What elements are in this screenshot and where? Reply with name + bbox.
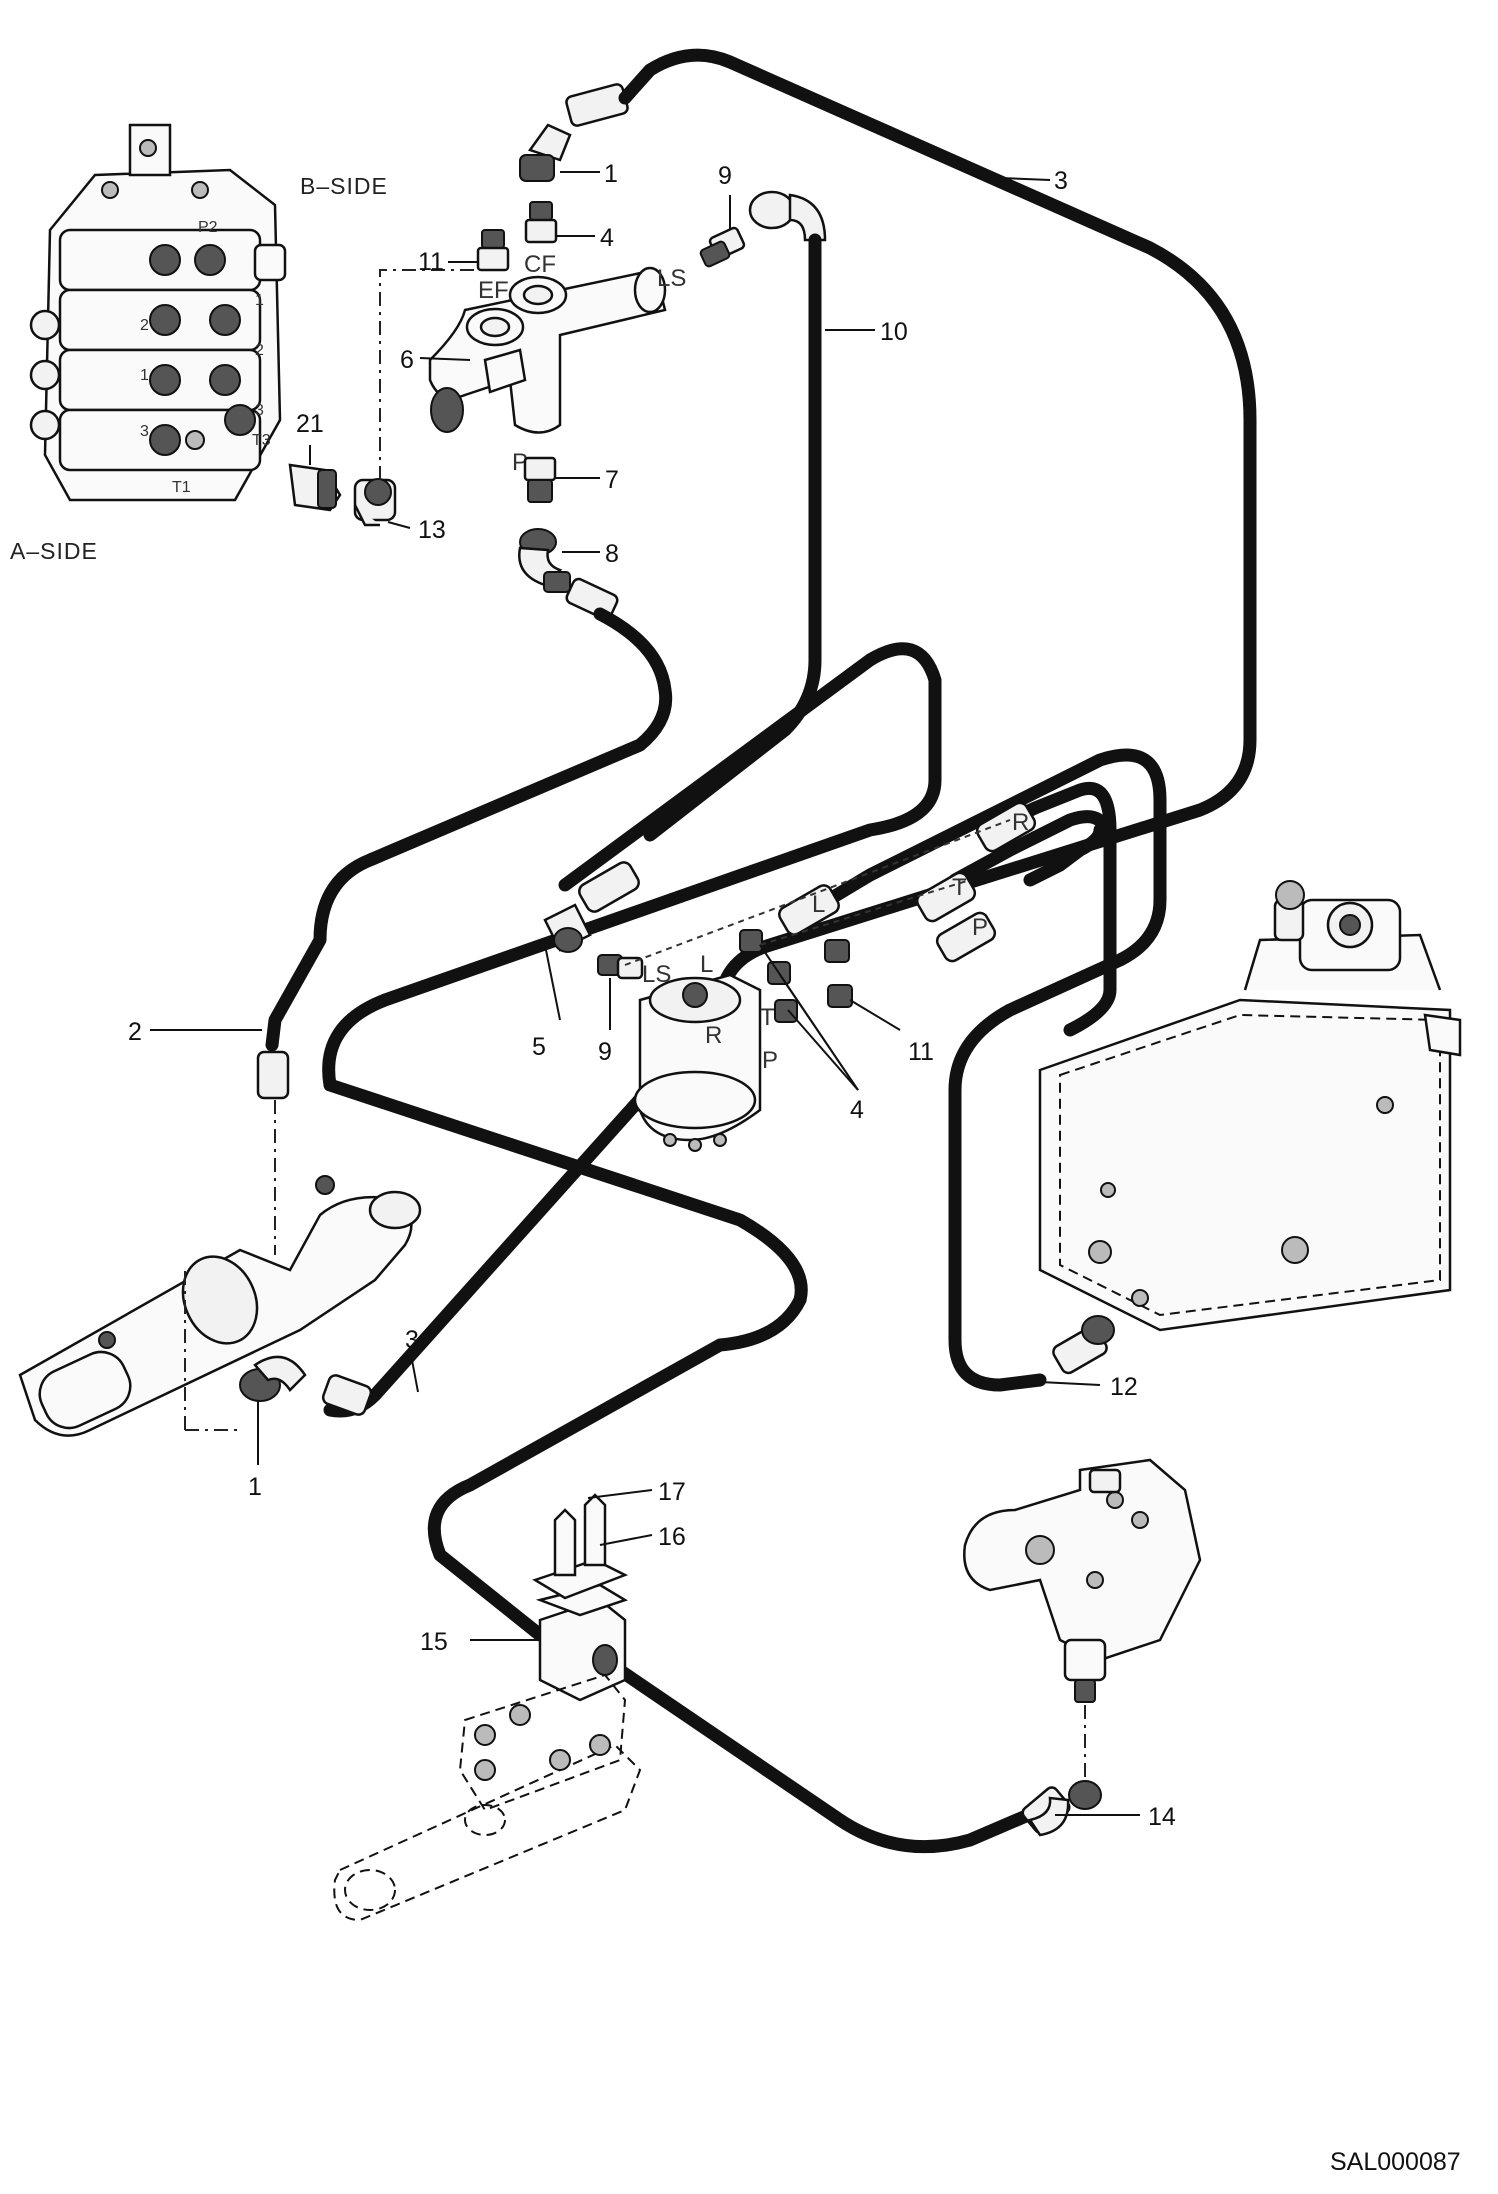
fitting-13	[353, 478, 397, 527]
callout-16: 16	[658, 1523, 686, 1551]
fitting-1-lower	[239, 1355, 307, 1402]
unit-port-r: R	[705, 1022, 722, 1049]
b-side-label: B–SIDE	[300, 173, 388, 199]
fitting-9-top	[699, 226, 746, 268]
valve-number: 2	[255, 342, 264, 359]
hose-10	[643, 233, 822, 842]
fitting-5	[543, 903, 592, 953]
callout-1: 1	[604, 160, 618, 188]
callout-8: 8	[605, 540, 619, 568]
valve-number: 2	[140, 317, 149, 334]
callout-1-lower: 1	[248, 1473, 262, 1501]
valve-number: 1	[140, 367, 149, 384]
hose-loop	[322, 642, 942, 1642]
callout-3: 3	[1054, 167, 1068, 195]
unit-port-ls: LS	[642, 961, 671, 988]
callout-9: 9	[718, 162, 732, 190]
fitting-14	[1027, 1780, 1102, 1837]
port-label-t3: T3	[252, 432, 271, 449]
hose-label-l: L	[812, 891, 825, 918]
unit-port-l: L	[700, 951, 713, 978]
port-label-cf: CF	[524, 251, 556, 278]
callout-5: 5	[532, 1033, 546, 1061]
callout-6: 6	[400, 346, 414, 374]
valve-number: 1	[255, 292, 264, 309]
control-valve-block: P2 1 2 3 1 2 3 T3 T1	[29, 123, 287, 502]
fitting-11-lower	[824, 939, 853, 1008]
callout-11: 11	[418, 248, 444, 276]
fitting-12	[1081, 1315, 1115, 1345]
callout-12: 12	[1110, 1373, 1138, 1401]
port-label-ls: LS	[657, 265, 686, 292]
unit-port-t: T	[760, 1004, 775, 1031]
steering-unit	[633, 973, 762, 1152]
hose-l	[813, 748, 1167, 1392]
hose-2	[265, 607, 673, 1052]
hose-label-r: R	[1012, 809, 1029, 836]
valve-number: 3	[140, 423, 149, 440]
port-label-p2: P2	[198, 219, 218, 236]
callout-4: 4	[600, 224, 614, 252]
port-label-ef: EF	[478, 277, 509, 304]
a-side-label: A–SIDE	[10, 538, 98, 564]
callout-11-lower: 11	[908, 1038, 934, 1066]
valve-number: 3	[255, 402, 264, 419]
callout-21: 21	[296, 410, 324, 438]
unit-port-p: P	[762, 1047, 778, 1074]
fitting-21	[288, 463, 342, 512]
callout-17: 17	[658, 1478, 686, 1506]
priority-valve	[428, 266, 667, 434]
hydraulic-pump	[963, 1458, 1202, 1703]
fitting-1-top	[519, 83, 629, 182]
fitting-4	[524, 201, 558, 244]
callout-10: 10	[880, 318, 908, 346]
fitting-11	[476, 229, 510, 272]
hose-14	[583, 1643, 1047, 1854]
callout-14: 14	[1148, 1803, 1176, 1831]
callout-15: 15	[420, 1628, 448, 1656]
steering-cylinder	[18, 1175, 422, 1437]
fitting-8	[518, 528, 619, 621]
port-label-t1: T1	[172, 479, 191, 496]
callout-numbers: 1 3 9 4 11 10 6 21 7 13 8 2 5 9 11 4 3 1…	[128, 160, 1176, 1831]
hose-label-t: T	[952, 874, 967, 901]
hose-connectors	[256, 801, 1108, 1834]
hose-t	[948, 810, 1112, 887]
callout-4-lower: 4	[850, 1096, 864, 1124]
fitting-9-lower	[597, 954, 644, 980]
callout-3-lower: 3	[405, 1326, 419, 1354]
callout-9-lower: 9	[598, 1038, 612, 1066]
leader-lines	[150, 171, 1140, 1816]
drawing-reference: SAL000087	[1330, 2148, 1461, 2176]
callout-13: 13	[418, 516, 446, 544]
fitting-7	[523, 456, 557, 503]
callout-7: 7	[605, 466, 619, 494]
fitting-10-elbow	[748, 190, 827, 242]
callout-2: 2	[128, 1018, 142, 1046]
hose-clamp	[333, 1493, 642, 1922]
hydraulic-tank	[1038, 880, 1462, 1332]
hose-label-p: P	[972, 914, 988, 941]
fitting-4-lower	[739, 929, 798, 1023]
